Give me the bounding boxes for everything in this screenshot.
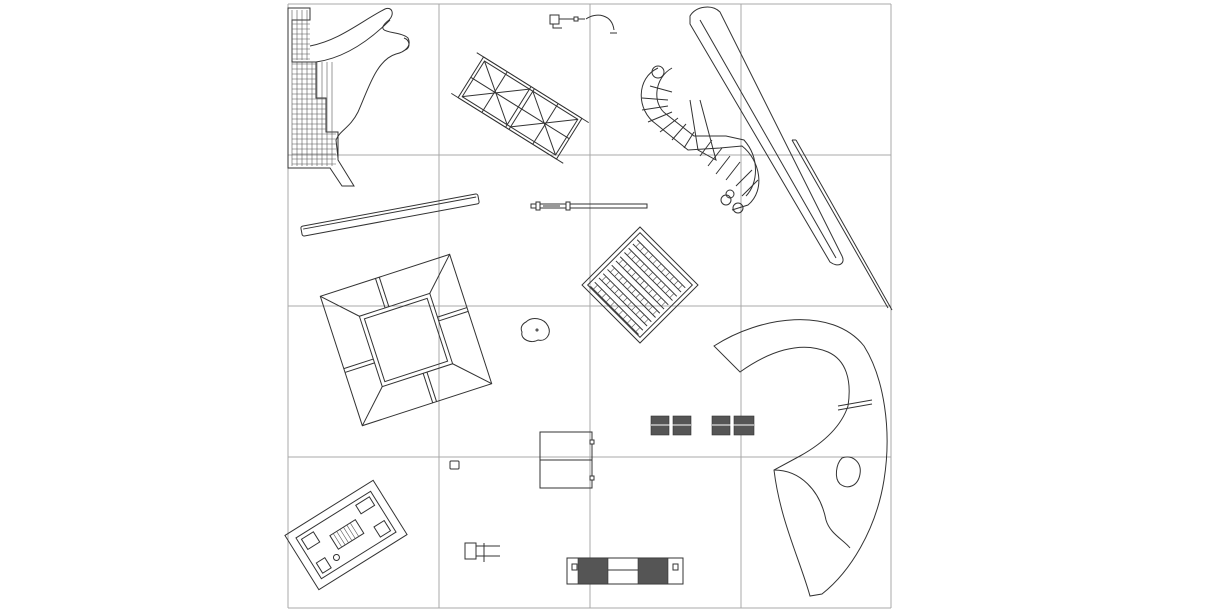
hatch-line: [635, 242, 641, 248]
hatch-line: [610, 301, 615, 307]
hatch-line: [611, 264, 661, 314]
hatch-line: [627, 301, 632, 307]
hatch-line: [639, 280, 645, 286]
hatch-line: [590, 286, 639, 335]
hatch-line: [635, 276, 641, 281]
hatch-line: [648, 306, 653, 311]
hatch-line: [652, 293, 658, 298]
rotated-kiosk-plan: [284, 479, 408, 591]
hatch-line: [622, 297, 628, 303]
hatch-line: [618, 276, 624, 281]
hatch-line: [644, 318, 649, 324]
hatch-line: [639, 263, 645, 269]
small-curved-detail: [549, 14, 617, 34]
hatch-line: [618, 293, 624, 298]
hatch-line: [669, 293, 675, 298]
hatch-line: [661, 284, 666, 290]
hatch-line: [648, 289, 653, 294]
grid-lines: [287, 3, 892, 609]
hatch-line: [631, 306, 636, 311]
small-post: [449, 460, 460, 470]
hatch-line: [639, 314, 645, 320]
hatch-line: [661, 267, 666, 273]
hatch-line: [677, 284, 683, 290]
spiral-staircase: [640, 65, 760, 214]
hatch-line: [618, 259, 624, 264]
crescent-walkway: [713, 319, 888, 597]
hatch-line: [631, 289, 636, 294]
chair-frame: [464, 542, 500, 562]
hatch-line: [614, 306, 619, 311]
hatch-line: [622, 263, 628, 269]
straight-beam: [300, 193, 480, 237]
hatch-line: [656, 297, 662, 303]
tile-pattern: [291, 10, 336, 166]
hatch-line: [618, 310, 624, 315]
bench-slats: [590, 239, 686, 335]
hatch-line: [669, 276, 675, 281]
hatch-line: [627, 318, 632, 324]
hatch-line: [644, 301, 649, 307]
hatch-line: [597, 289, 603, 294]
hatch-line: [648, 255, 653, 260]
thin-rail: [530, 201, 648, 211]
hatch-line: [627, 267, 632, 273]
hatch-line: [631, 255, 636, 260]
hatch-line: [652, 310, 658, 315]
square-table: [539, 431, 595, 489]
hatch-line: [665, 272, 670, 277]
hatch-line: [602, 273, 652, 323]
long-diagonal-ramp: [689, 6, 893, 311]
hatch-line: [627, 250, 632, 256]
hatch-line: [661, 301, 666, 307]
hatch-line: [601, 293, 607, 298]
hatch-line: [614, 272, 619, 277]
hatch-line: [656, 280, 662, 286]
hatch-line: [607, 269, 656, 318]
hatch-line: [652, 259, 658, 264]
hatch-line: [610, 267, 615, 273]
curved-terrace-with-tiled-deck: [287, 7, 410, 187]
hatch-line: [652, 276, 658, 281]
hatch-line: [644, 284, 649, 290]
hatch-line: [631, 322, 636, 328]
hatch-line: [593, 284, 598, 290]
hatch-line: [631, 272, 636, 277]
hatch-line: [639, 297, 645, 303]
hatch-line: [635, 259, 641, 264]
hatch-line: [635, 327, 641, 332]
hatch-line: [601, 276, 607, 281]
hatch-line: [635, 310, 641, 315]
paired-grates: [650, 415, 755, 436]
hatch-line: [639, 246, 645, 252]
hatch-line: [644, 267, 649, 273]
hatch-line: [622, 280, 628, 286]
hatch-line: [605, 297, 611, 303]
hatch-line: [610, 284, 615, 290]
hatch-line: [665, 289, 670, 294]
timber-frame-pergola: [451, 52, 589, 164]
hatch-line: [644, 250, 649, 256]
hatch-line: [648, 272, 653, 277]
hatch-line: [605, 280, 611, 286]
hatch-line: [656, 263, 662, 269]
twin-gate-elevation: [566, 557, 684, 585]
hatch-line: [673, 280, 679, 286]
hatch-line: [635, 293, 641, 298]
hatch-line: [627, 284, 632, 290]
hatch-line: [598, 277, 648, 327]
diamond-bench-grid: [581, 226, 699, 344]
small-boulder: [520, 318, 550, 343]
hatch-line: [614, 289, 619, 294]
square-courtyard-planter: [319, 253, 493, 427]
hatch-line: [594, 281, 644, 331]
hatch-line: [622, 314, 628, 320]
